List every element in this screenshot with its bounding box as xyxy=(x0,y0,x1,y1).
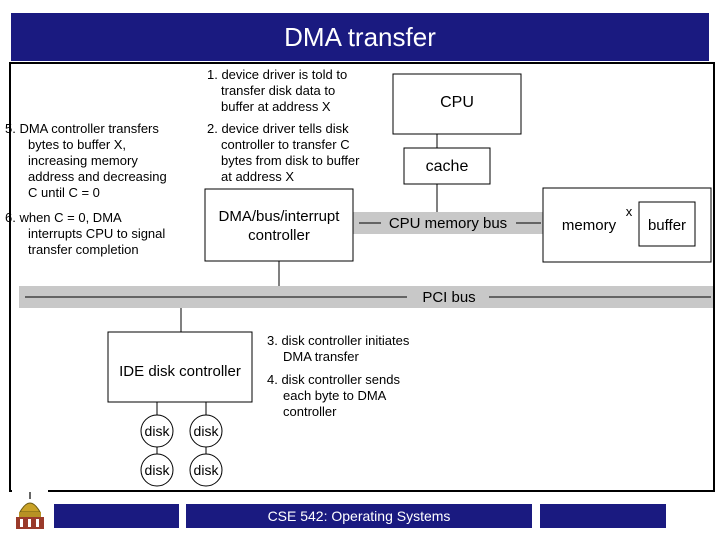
step-5-annotation: 5. DMA controller transfers bytes to buf… xyxy=(5,121,170,200)
disk-3-label: disk xyxy=(145,462,171,478)
ide-controller-box xyxy=(107,331,253,403)
disk-2-label: disk xyxy=(194,423,220,439)
cpu-label: CPU xyxy=(440,94,474,111)
step-6-line-3: transfer completion xyxy=(28,242,139,257)
disk-2 xyxy=(189,414,223,448)
step-2-line-1: 2. device driver tells disk xyxy=(207,121,349,136)
cache-box xyxy=(403,147,491,185)
step-4-line-3: controller xyxy=(283,404,337,419)
step-2-line-3: bytes from disk to buffer xyxy=(221,153,360,168)
disk-1-label: disk xyxy=(145,423,171,439)
pci-bus-label: PCI bus xyxy=(422,289,475,306)
footer-course-title: CSE 542: Operating Systems xyxy=(267,508,451,524)
step-1-line-1: 1. device driver is told to xyxy=(207,67,347,82)
dma-controller-box xyxy=(204,188,354,262)
footer-block-left xyxy=(54,504,179,528)
cpu-box xyxy=(392,73,522,135)
step-1-annotation: 1. device driver is told to transfer dis… xyxy=(207,67,351,114)
cpu-memory-bus xyxy=(351,212,543,234)
dma-diagram: CPU memory bus PCI bus CPU cache DMA/bus… xyxy=(5,67,713,487)
step-1-line-2: transfer disk data to xyxy=(221,83,335,98)
step-6-line-2: interrupts CPU to signal xyxy=(28,226,165,241)
step-5-line-5: C until C = 0 xyxy=(28,185,100,200)
step-2-annotation: 2. device driver tells disk controller t… xyxy=(207,121,363,184)
cpu-memory-bus-label: CPU memory bus xyxy=(389,215,507,232)
disk-4 xyxy=(189,453,223,487)
step-2-line-2: controller to transfer C xyxy=(221,137,350,152)
step-3-line-2: DMA transfer xyxy=(283,349,360,364)
dma-controller-label-line2: controller xyxy=(248,227,310,244)
buffer-label: buffer xyxy=(648,217,686,234)
step-1-line-3: buffer at address X xyxy=(221,99,331,114)
step-6-annotation: 6. when C = 0, DMA interrupts CPU to sig… xyxy=(5,210,169,257)
step-5-line-3: increasing memory xyxy=(28,153,138,168)
footer-block-right xyxy=(540,504,666,528)
buffer-address-marker: x xyxy=(626,204,633,219)
buffer-box xyxy=(638,201,696,247)
memory-label: memory xyxy=(562,217,617,234)
dma-controller-label-line1: DMA/bus/interrupt xyxy=(219,208,341,225)
slide-title: DMA transfer xyxy=(11,11,709,61)
step-6-line-1: 6. when C = 0, DMA xyxy=(5,210,122,225)
disk-4-label: disk xyxy=(194,462,220,478)
step-5-line-1: 5. DMA controller transfers xyxy=(5,121,159,136)
step-4-annotation: 4. disk controller sends each byte to DM… xyxy=(267,372,404,419)
step-3-line-1: 3. disk controller initiates xyxy=(267,333,410,348)
university-dome-logo xyxy=(12,490,48,532)
step-5-line-2: bytes to buffer X, xyxy=(28,137,126,152)
disk-3 xyxy=(140,453,174,487)
step-4-line-2: each byte to DMA xyxy=(283,388,387,403)
footer-block-center xyxy=(186,504,532,528)
step-2-line-4: at address X xyxy=(221,169,294,184)
step-5-line-4: address and decreasing xyxy=(28,169,167,184)
step-4-line-1: 4. disk controller sends xyxy=(267,372,400,387)
diagram-area: CPU memory bus PCI bus CPU cache DMA/bus… xyxy=(5,62,715,492)
disk-1 xyxy=(140,414,174,448)
ide-controller-label: IDE disk controller xyxy=(119,363,241,380)
cache-label: cache xyxy=(426,158,469,175)
step-3-annotation: 3. disk controller initiates DMA transfe… xyxy=(267,333,413,364)
